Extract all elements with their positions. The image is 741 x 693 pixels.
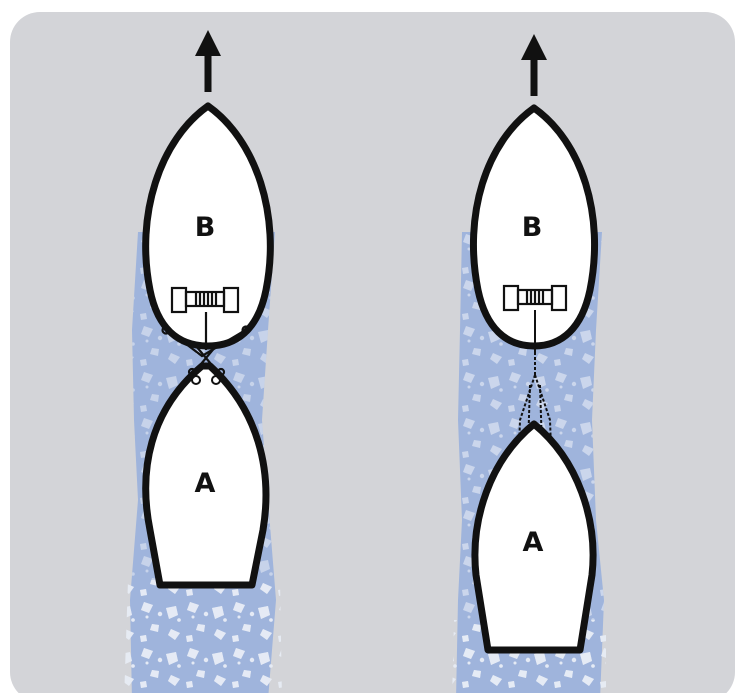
- ship-a-label: A: [195, 468, 216, 499]
- ship-b-label: B: [522, 212, 543, 243]
- ship-a-label: A: [523, 527, 544, 558]
- ship-b-label: B: [195, 212, 216, 243]
